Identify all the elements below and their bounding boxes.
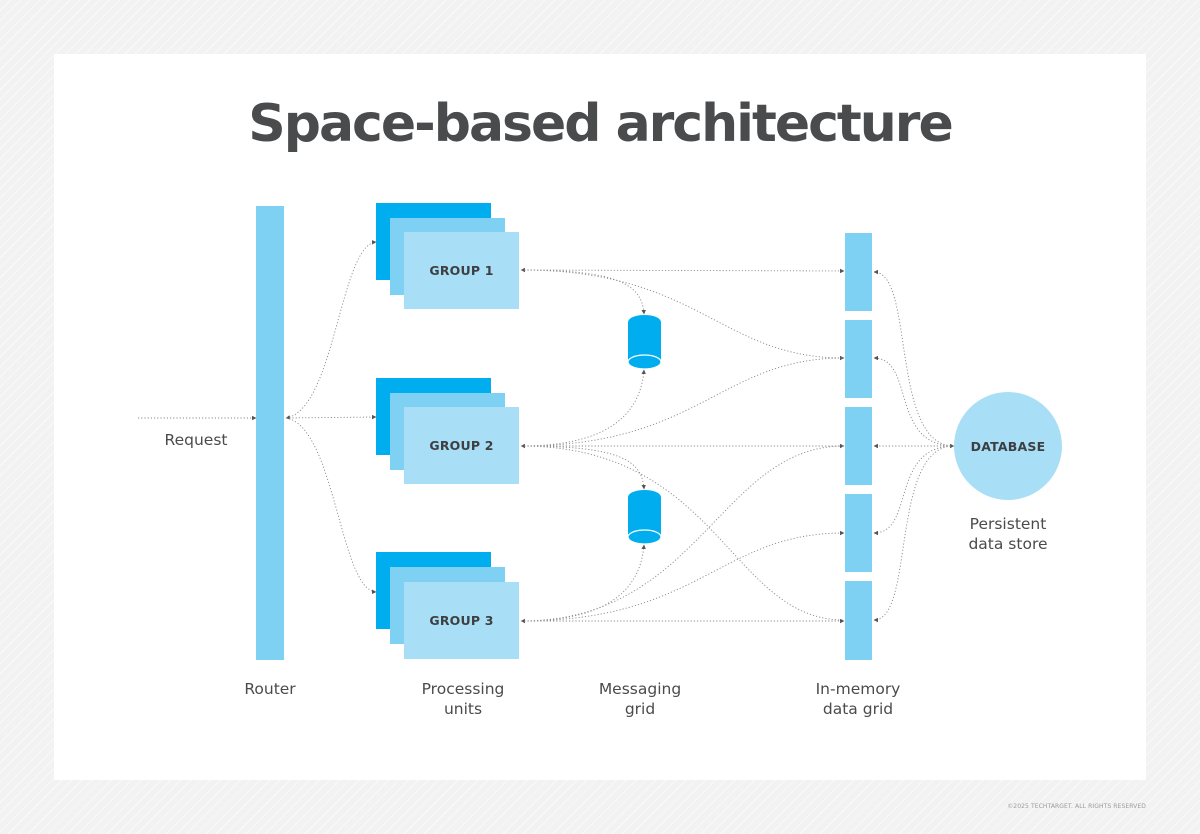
copyright-notice: ©2025 TECHTARGET. ALL RIGHTS RESERVED xyxy=(1007,803,1146,810)
persistent-store-label: Persistent data store xyxy=(938,514,1078,554)
processing-units-line-2: units xyxy=(443,700,483,718)
database-label: DATABASE xyxy=(970,439,1046,454)
database-circle xyxy=(954,392,1062,500)
messaging-cylinder-1 xyxy=(627,315,662,370)
group-2-stack xyxy=(376,378,519,484)
messaging-cylinder-2 xyxy=(627,490,662,545)
messaging-grid-label: Messaging grid xyxy=(570,679,710,719)
messaging-grid-line-2: grid xyxy=(624,700,656,718)
group-3-label: GROUP 3 xyxy=(429,613,494,628)
diagram-title: Space-based architecture xyxy=(248,94,953,154)
group-3-stack xyxy=(376,552,519,659)
persistent-store-line-2: data store xyxy=(968,535,1048,553)
group-1-stack xyxy=(376,203,519,309)
processing-units-label: Processing units xyxy=(393,679,533,719)
persistent-store-line-1: Persistent xyxy=(969,515,1047,533)
group-2-label: GROUP 2 xyxy=(429,438,494,453)
processing-units-line-1: Processing xyxy=(421,680,505,698)
in-memory-grid-line-2: data grid xyxy=(822,700,894,718)
connector-lines xyxy=(138,240,955,624)
router-bar xyxy=(256,206,284,660)
in-memory-data-grid xyxy=(845,233,872,660)
messaging-grid-line-1: Messaging xyxy=(598,680,682,698)
in-memory-grid-label: In-memory data grid xyxy=(788,679,928,719)
in-memory-grid-line-1: In-memory xyxy=(815,680,901,698)
group-1-label: GROUP 1 xyxy=(429,263,494,278)
router-label: Router xyxy=(244,680,296,698)
request-label: Request xyxy=(164,431,228,449)
